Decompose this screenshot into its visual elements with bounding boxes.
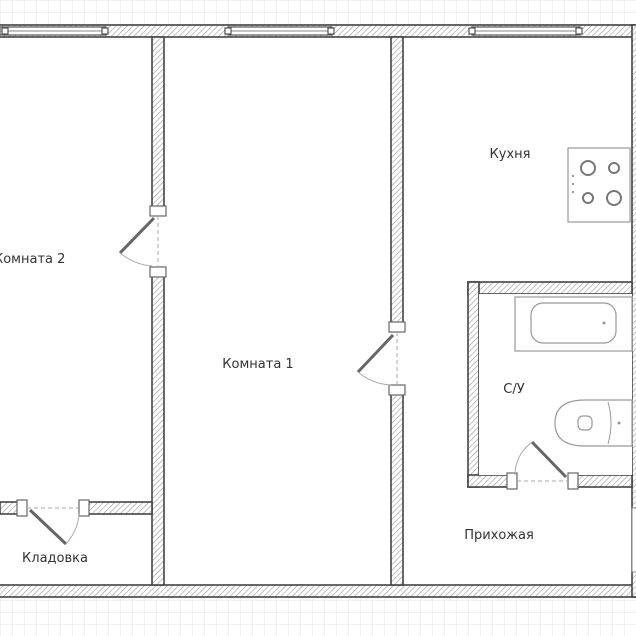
wall-bathroom-top (467, 281, 633, 295)
wall-room2-room1 (151, 36, 165, 210)
door-room2[interactable] (118, 205, 167, 278)
bottom-wall (0, 584, 636, 598)
wall-storage (85, 501, 153, 515)
room-label-kitchen: Кухня (490, 147, 531, 162)
stove-icon (567, 147, 631, 223)
wall-bathroom-left (467, 281, 480, 488)
room-label-hallway: Прихожая (464, 528, 534, 543)
room-label-bathroom: С/У (503, 382, 524, 397)
door-bathroom[interactable] (506, 440, 579, 490)
door-storage[interactable] (16, 499, 90, 546)
wall-bathroom-bottom (571, 474, 633, 488)
wall-room2-room1 (151, 273, 165, 586)
window (0, 26, 109, 36)
room-label-storage: Кладовка (22, 551, 88, 566)
wall-room1-hallway (390, 392, 404, 586)
room-label-room1: Комната 1 (222, 357, 293, 372)
door-room1[interactable] (356, 321, 406, 396)
window (468, 26, 583, 36)
bathtub-icon (514, 296, 633, 352)
window (224, 26, 335, 36)
toilet-icon (554, 399, 633, 447)
wall-bathroom-bottom (467, 474, 513, 488)
wall-room1-kitchen (390, 36, 404, 325)
room-label-room2: Комната 2 (0, 252, 65, 267)
entrance-opening (631, 507, 636, 573)
